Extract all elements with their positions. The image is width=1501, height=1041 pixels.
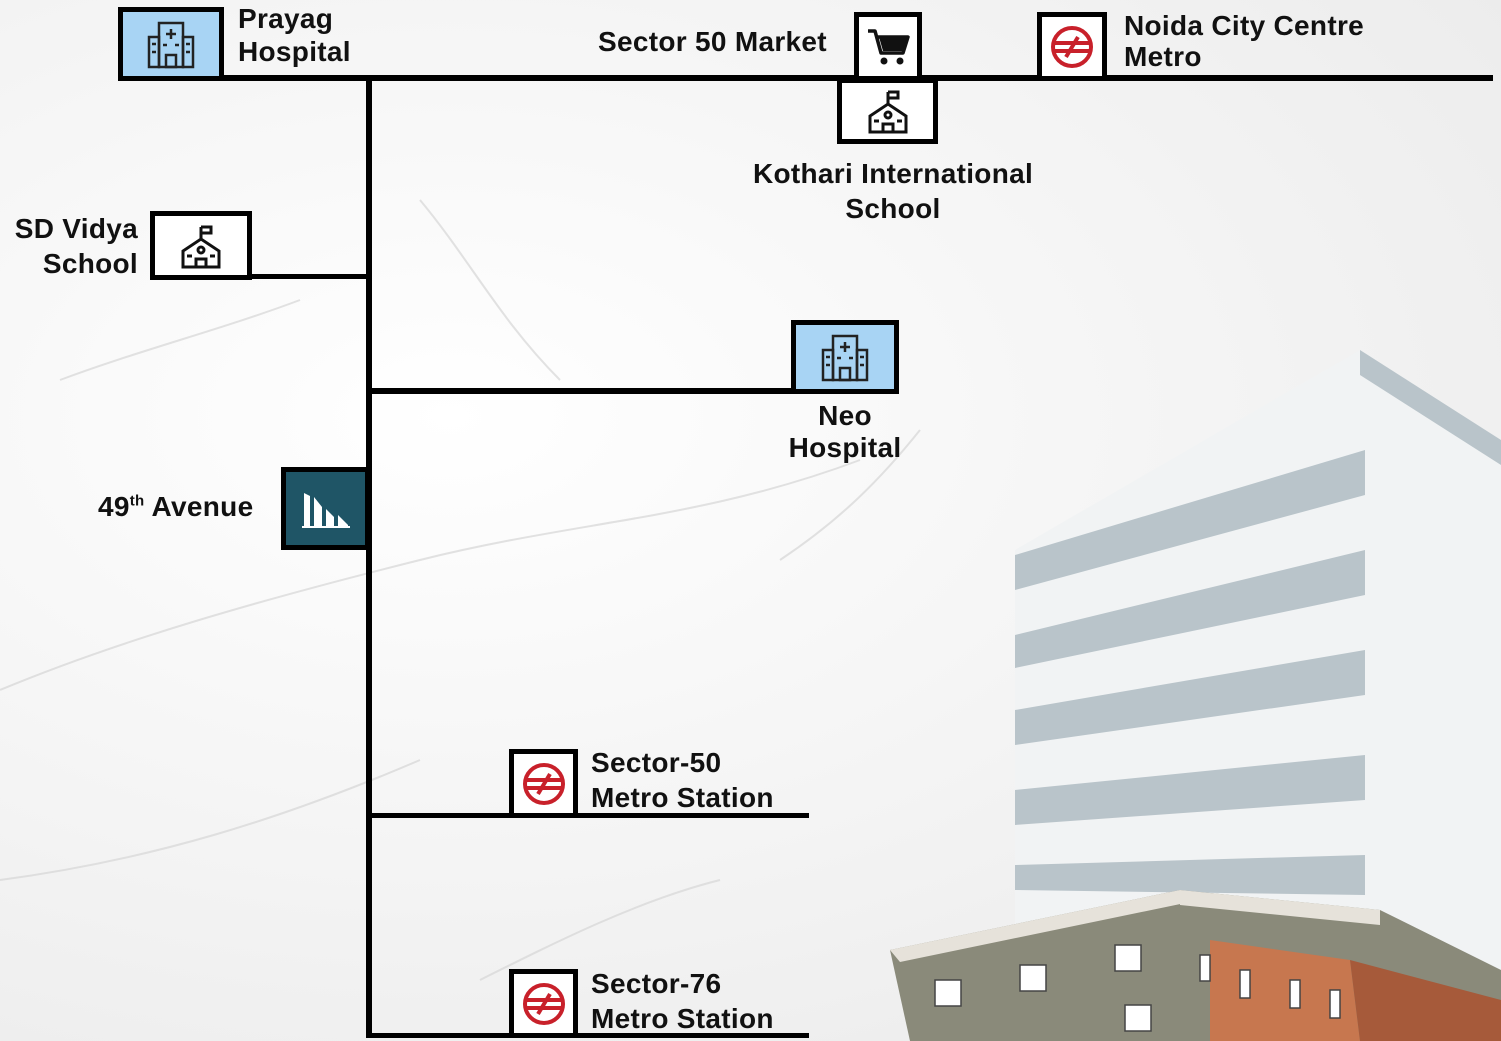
school-icon (181, 225, 221, 268)
building-illustration (890, 350, 1501, 1041)
school-icon (868, 90, 907, 134)
top-road (118, 75, 1493, 81)
sector76-metro-label: Sector-76 Metro Station (591, 968, 774, 1034)
kothari-school-label: Kothari International School (752, 158, 1034, 224)
road-to-sd-vidya (248, 274, 372, 279)
sd-vidya-school-marker[interactable] (150, 211, 252, 280)
sector50-market-label: Sector 50 Market (598, 26, 827, 57)
main-vertical-road (366, 75, 372, 1038)
prayag-hospital-marker[interactable] (118, 7, 224, 81)
shopping-cart-icon (868, 28, 910, 64)
road-to-sector50-metro (366, 813, 809, 818)
hospital-icon (147, 21, 195, 69)
hospital-icon (821, 334, 869, 382)
road-to-sector76-metro (366, 1033, 809, 1038)
metro-icon (522, 762, 565, 805)
neo-hospital-label: Neo Hospital (788, 400, 902, 463)
49th-avenue-marker[interactable] (281, 467, 370, 550)
sector50-metro-label: Sector-50 Metro Station (591, 747, 774, 813)
road-to-neo-hospital (366, 388, 796, 394)
sector76-metro-marker[interactable] (509, 969, 578, 1038)
metro-icon (522, 982, 565, 1025)
neo-hospital-marker[interactable] (791, 320, 899, 394)
noida-city-centre-metro-marker[interactable] (1037, 12, 1107, 81)
sd-vidya-school-label: SD Vidya School (14, 213, 138, 279)
49th-avenue-label: 49th Avenue (98, 491, 254, 522)
prayag-hospital-label: Prayag Hospital (238, 3, 351, 67)
sector50-market-marker[interactable] (854, 12, 922, 81)
noida-city-centre-metro-label: Noida City Centre Metro (1124, 10, 1365, 72)
brand-logo-icon (301, 492, 350, 528)
kothari-school-marker[interactable] (837, 78, 938, 144)
sector50-metro-marker[interactable] (509, 749, 578, 818)
metro-icon (1051, 25, 1093, 68)
